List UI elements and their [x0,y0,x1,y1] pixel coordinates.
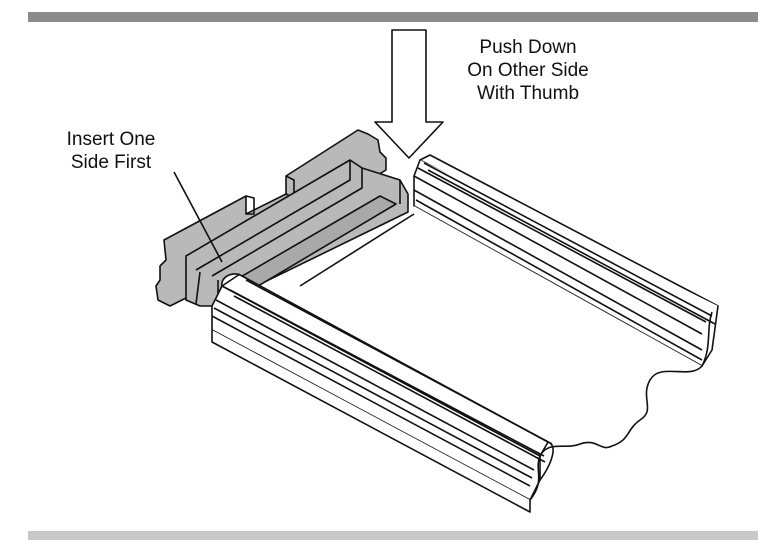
near-rail [211,273,554,513]
bottom-rule [28,531,758,540]
insert-one-side-label: Insert One Side First [36,128,186,174]
insert-leader-line [173,171,223,263]
top-rule [28,12,758,22]
push-label-line-1: Push Down [479,37,577,58]
insert-label-line-1: Insert One [66,129,156,150]
insert-label-line-2: Side First [70,152,152,173]
far-rail [413,154,719,367]
push-label-line-3: With Thumb [476,83,580,104]
push-down-label: Push Down On Other Side With Thumb [418,36,638,105]
push-down-arrow [374,29,444,159]
end-cap [155,129,409,307]
push-label-line-2: On Other Side [467,60,589,81]
